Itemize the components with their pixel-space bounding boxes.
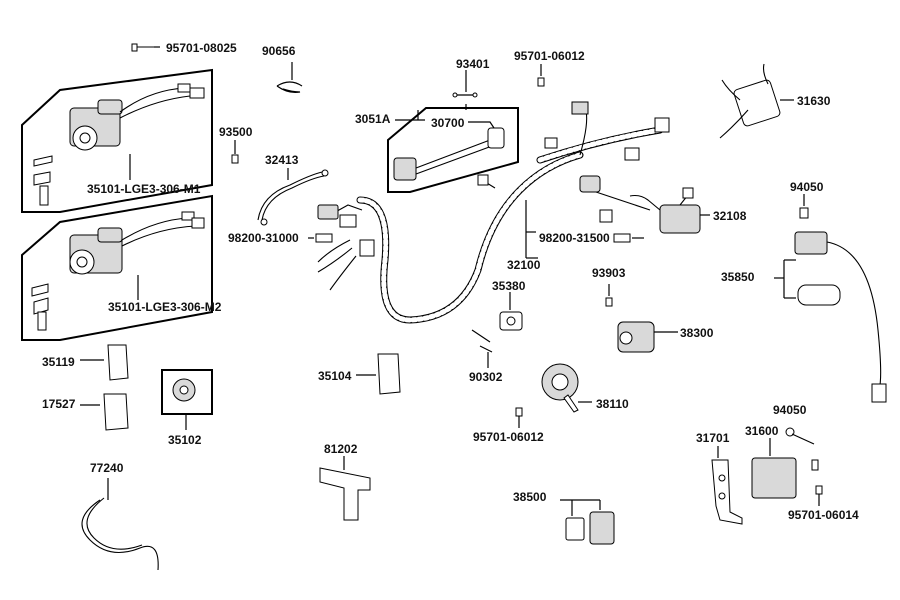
cover-35119 (80, 344, 129, 381)
relays-38500 (560, 499, 615, 545)
cover-35104 (356, 353, 401, 395)
cable-32413 (257, 168, 329, 226)
switch-35102-group (161, 369, 213, 430)
bolts-bottom (785, 427, 823, 506)
label-35104: 35104 (318, 369, 352, 383)
label-32108: 32108 (713, 209, 747, 223)
spark-plug-cap-group (387, 107, 519, 193)
screw-93500 (231, 140, 239, 164)
label-31701: 31701 (696, 431, 730, 445)
label-95701-08025: 95701-08025 (166, 41, 237, 55)
label-93500: 93500 (219, 125, 253, 139)
label-31600: 31600 (745, 424, 779, 438)
screw-95701-08025 (131, 43, 160, 52)
label-35119: 35119 (42, 355, 75, 369)
label-90302: 90302 (469, 370, 503, 384)
regulator-31600 (751, 438, 797, 499)
plate-81202 (319, 456, 371, 521)
label-35101-m2: 35101-LGE3-306-M2 (108, 300, 222, 314)
label-17527: 17527 (42, 397, 76, 411)
label-30700: 30700 (431, 116, 465, 130)
label-81202: 81202 (324, 442, 358, 456)
label-90656: 90656 (262, 44, 296, 58)
label-35380: 35380 (492, 279, 526, 293)
label-38300: 38300 (680, 326, 714, 340)
main-harness-32100 (317, 101, 670, 324)
cover-17527 (80, 393, 129, 431)
coil-32108 (629, 187, 710, 234)
ignition-switch-m2-group (21, 194, 213, 341)
label-94050-bottom: 94050 (773, 403, 807, 417)
label-32100: 32100 (507, 258, 541, 272)
label-35102: 35102 (168, 433, 202, 447)
module-31630 (719, 63, 794, 139)
label-31630: 31630 (797, 94, 831, 108)
label-95701-06012-bottom: 95701-06012 (473, 430, 544, 444)
clamp-90656 (276, 62, 303, 93)
label-38110: 38110 (596, 397, 629, 411)
fuse-98200-31000 (308, 233, 333, 243)
label-93401: 93401 (456, 57, 490, 71)
relay-35850-group (774, 194, 887, 403)
label-95701-06014: 95701-06014 (788, 508, 859, 522)
pin-93401 (452, 70, 478, 98)
screw-95701-06012-bottom (515, 407, 523, 428)
label-98200-31000: 98200-31000 (228, 231, 299, 245)
label-98200-31500: 98200-31500 (539, 231, 610, 245)
ignition-switch-m1-group (21, 68, 213, 213)
label-94050-top: 94050 (790, 180, 824, 194)
clip-90302 (471, 329, 493, 368)
label-32413: 32413 (265, 153, 299, 167)
screw-95701-06012-top (537, 64, 545, 87)
label-35850: 35850 (721, 270, 755, 284)
horn-38110 (541, 363, 592, 413)
label-35101-m1: 35101-LGE3-306-M1 (87, 182, 201, 196)
leader-lines (129, 104, 467, 300)
bracket-31701 (711, 446, 743, 525)
label-38500: 38500 (513, 490, 547, 504)
label-3051a: 3051A (355, 112, 391, 126)
fuse-98200-31500 (613, 233, 644, 243)
screw-93903 (605, 284, 613, 307)
label-93903: 93903 (592, 266, 626, 280)
starter-relay-38300 (617, 321, 678, 353)
bracket-35380 (499, 292, 523, 331)
label-77240: 77240 (90, 461, 124, 475)
cable-77240 (81, 478, 159, 571)
label-95701-06012-top: 95701-06012 (514, 49, 585, 63)
